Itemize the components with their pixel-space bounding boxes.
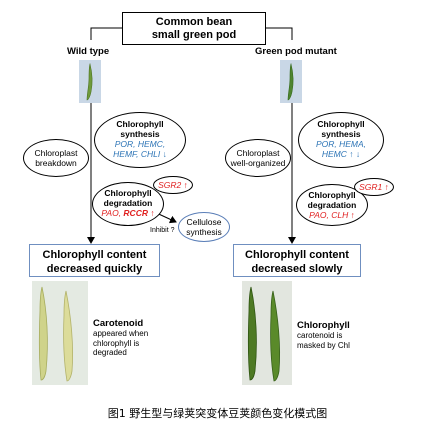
yellow-pods-image (38, 286, 74, 382)
mutant-result-line-2: decreased slowly (251, 263, 343, 275)
chloroplast-breakdown-line-2: breakdown (35, 158, 77, 168)
chlorophyll-line-2: masked by Chl (297, 340, 350, 350)
cellulose-line-1: Cellulose (186, 217, 222, 227)
carotenoid-line-2: chlorophyll is (93, 338, 140, 348)
carotenoid-description: appeared when chlorophyll is degraded (93, 329, 148, 358)
wild-type-sgr-ellipse: SGR2 ↑ (153, 176, 193, 194)
chlorophyll-title: Chlorophyll (297, 320, 350, 331)
wild-type-pod-thumbnail (79, 60, 101, 103)
mutant-degradation-genes: PAO, CLH ↑ (309, 210, 355, 220)
wild-type-degradation-genes: PAO, RCCR ↑ (93, 208, 163, 218)
carotenoid-line-3: degraded (93, 348, 127, 357)
wild-type-degradation-line-1: Chlorophyll (104, 188, 152, 198)
mutant-synthesis-ellipse: Chlorophyll synthesis POR, HEMA, HEMC ↑ … (298, 112, 384, 168)
wild-type-degradation-line-2: degradation (103, 198, 153, 208)
wild-type-degradation-ellipse: Chlorophyll degradation PAO, RCCR ↑ (92, 182, 164, 226)
wild-type-label: Wild type (67, 46, 110, 57)
chloroplast-organized-line-1: Chloroplast (236, 148, 280, 158)
mutant-pigment-text: Chlorophyll carotenoid is masked by Chl (297, 320, 350, 350)
carotenoid-line-1: appeared when (93, 329, 149, 338)
wild-type-sgr-label: SGR2 ↑ (158, 180, 188, 190)
mutant-degradation-line-1: Chlorophyll (308, 190, 356, 200)
wild-type-synthesis-genes-1: POR, HEMC, (114, 139, 166, 149)
title-box: Common bean small green pod (122, 12, 266, 45)
chloroplast-breakdown-line-1: Chloroplast (34, 148, 78, 158)
mutant-synthesis-genes-1: POR, HEMA, (315, 139, 367, 149)
mutant-synthesis-genes-2: HEMC ↑ ↓ (321, 149, 361, 159)
cellulose-synthesis-ellipse: Cellulose synthesis (178, 212, 230, 242)
figure-caption: 图1 野生型与绿荚突变体豆荚颜色变化模式图 (107, 407, 328, 420)
title-line-2: small green pod (151, 29, 237, 41)
chlorophyll-line-1: carotenoid is (297, 331, 343, 340)
wild-type-result-line-2: decreased quickly (46, 263, 143, 275)
wild-type-synthesis-genes-2: HEMF, CHLI ↓ (113, 149, 167, 159)
title-branch-line-right (266, 27, 293, 40)
mutant-synthesis-line-1: Chlorophyll (317, 119, 365, 129)
mutant-degradation-line-2: degradation (307, 200, 357, 210)
green-pods-image (247, 286, 281, 382)
wild-type-degradation-genes-c: ↑ (147, 208, 155, 218)
wild-type-degradation-genes-a: PAO, (101, 208, 124, 218)
mutant-pod-thumbnail (280, 60, 302, 103)
wild-type-synthesis-line-1: Chlorophyll (116, 119, 164, 129)
cellulose-line-2: synthesis (186, 227, 222, 237)
chloroplast-organized-line-2: well-organized (230, 158, 286, 168)
mutant-sgr-ellipse: SGR1 ↑ (354, 178, 394, 196)
wild-type-synthesis-ellipse: Chlorophyll synthesis POR, HEMC, HEMF, C… (94, 112, 186, 168)
title-branch-line (90, 27, 122, 40)
mutant-pods-photo (242, 281, 292, 385)
chloroplast-breakdown-ellipse: Chloroplast breakdown (23, 139, 89, 177)
mutant-result-line-1: Chlorophyll content (245, 249, 349, 261)
wild-type-pods-photo (32, 281, 88, 385)
wild-type-degradation-genes-b: RCCR (123, 208, 148, 218)
carotenoid-title: Carotenoid (93, 318, 144, 329)
wild-type-synthesis-line-2: synthesis (120, 129, 160, 139)
mutant-synthesis-line-2: synthesis (321, 129, 361, 139)
chlorophyll-description: carotenoid is masked by Chl (297, 331, 350, 350)
mutant-label: Green pod mutant (255, 46, 337, 57)
title-line-1: Common bean (155, 16, 233, 28)
wild-type-pod-image (86, 62, 93, 101)
mutant-sgr-label: SGR1 ↑ (359, 182, 389, 192)
wild-type-pigment-text: Carotenoid appeared when chlorophyll is … (93, 318, 148, 358)
wild-type-result-line-1: Chlorophyll content (42, 249, 147, 261)
mutant-pod-image (287, 62, 294, 101)
chloroplast-organized-ellipse: Chloroplast well-organized (225, 139, 291, 177)
wild-type-result-box: Chlorophyll content decreased quickly (29, 244, 160, 277)
mutant-result-box: Chlorophyll content decreased slowly (233, 244, 361, 277)
inhibit-label: Inhibit ? (150, 227, 175, 234)
